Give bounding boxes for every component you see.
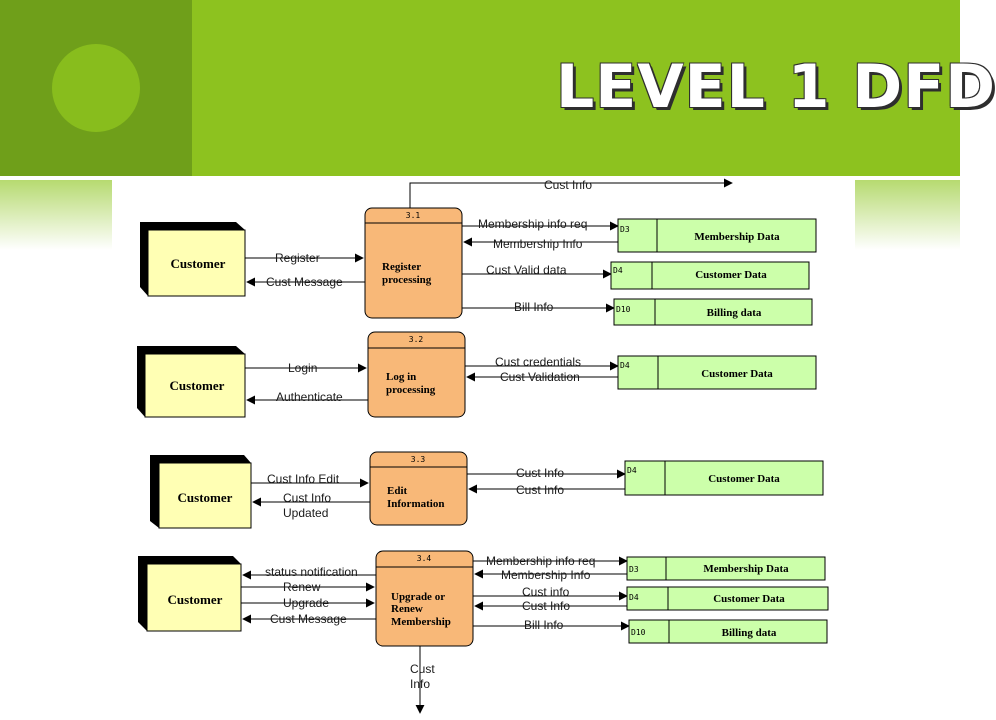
process-label-line2: processing	[386, 384, 436, 396]
datastore-name: Customer Data	[708, 473, 780, 485]
flow-label: Authenticate	[276, 390, 343, 404]
flow-label: Login	[288, 361, 317, 375]
flow-label: Cust Info	[544, 178, 592, 192]
flow-label: Cust Valid data	[486, 263, 567, 277]
process-id: 3.2	[409, 335, 424, 344]
header-light-panel	[192, 0, 960, 176]
flow-label: Membership Info	[501, 568, 591, 582]
entity-label: Customer	[171, 256, 226, 271]
process-id: 3.4	[417, 554, 432, 563]
datastore-name: Customer Data	[695, 269, 767, 281]
datastore-id: D4	[620, 361, 630, 370]
flow-label: Cust Message	[266, 275, 343, 289]
datastore-name: Customer Data	[701, 368, 773, 380]
process-id: 3.3	[411, 455, 426, 464]
process-3-4: 3.4 Upgrade or Renew Membership	[375, 550, 474, 647]
datastore-d3: D3 Membership Data	[626, 556, 826, 581]
header-circle-decoration	[52, 44, 140, 132]
flow-label: Info	[410, 677, 430, 691]
flow-label: Cust Message	[270, 612, 347, 626]
datastore-name: Membership Data	[694, 231, 780, 243]
flow-label: Membership info req	[478, 217, 587, 231]
datastore-d10: D10 Billing data	[628, 619, 828, 644]
datastore-name: Billing data	[722, 627, 777, 639]
process-label-line1: Register	[382, 261, 421, 273]
right-gradient-band	[855, 180, 960, 250]
datastore-id: D4	[629, 593, 639, 602]
flow-label: Register	[275, 251, 320, 265]
process-label-line1: Edit	[387, 485, 408, 497]
process-label-line1: Upgrade or	[391, 591, 445, 603]
flow-label: Cust info	[522, 585, 570, 599]
process-3-1: 3.1 Register processing	[364, 207, 463, 319]
datastore-id: D10	[631, 628, 646, 637]
flow-label: Upgrade	[283, 596, 329, 610]
flow-label: Cust Validation	[500, 370, 580, 384]
process-3-2: 3.2 Log in processing	[367, 331, 466, 418]
customer-entity-1: Customer	[140, 222, 246, 297]
process-label-line1: Log in	[386, 371, 416, 383]
group-login: Customer 3.2 Log in processing Login Aut…	[137, 331, 817, 418]
datastore-id: D3	[620, 225, 630, 234]
entity-label: Customer	[170, 378, 225, 393]
left-gradient-band	[0, 180, 112, 250]
flow-label: Cust Info Edit	[267, 472, 340, 486]
slide-title: LEVEL 1 DFD	[556, 52, 996, 122]
customer-entity-4: Customer	[138, 556, 242, 632]
flow-label: Cust	[410, 662, 435, 676]
flow-label: Cust credentials	[495, 355, 581, 369]
flow-label: Updated	[283, 506, 328, 520]
process-label-line2: Renew	[391, 603, 423, 615]
process-label-line3: Membership	[391, 616, 451, 628]
datastore-d10: D10 Billing data	[613, 298, 813, 326]
flow-label: Renew	[283, 580, 321, 594]
datastore-d4: D4 Customer Data	[626, 586, 829, 611]
header-divider	[0, 176, 960, 180]
dfd-diagram: Customer 3.1 Register processing Cust In…	[137, 178, 829, 714]
group-upgrade: Customer 3.4 Upgrade or Renew Membership…	[138, 550, 829, 714]
datastore-d4: D4 Customer Data	[610, 261, 810, 290]
flow-label: Bill Info	[514, 300, 554, 314]
flow-label: Cust Info	[522, 599, 570, 613]
flow-label: Cust Info	[283, 491, 331, 505]
flow-cust-info-out	[409, 178, 733, 208]
datastore-name: Customer Data	[713, 593, 785, 605]
datastore-name: Billing data	[707, 307, 762, 319]
group-edit: Customer 3.3 Edit Information Cust Info …	[150, 451, 824, 529]
process-3-3: 3.3 Edit Information	[369, 451, 468, 526]
process-label-line2: Information	[387, 498, 444, 510]
datastore-id: D4	[613, 266, 623, 275]
datastore-id: D3	[629, 565, 639, 574]
datastore-name: Membership Data	[703, 563, 789, 575]
flow-label: Membership Info	[493, 237, 583, 251]
flow-label: status notification	[265, 565, 358, 579]
flow-label: Cust Info	[516, 483, 564, 497]
datastore-d4: D4 Customer Data	[617, 355, 817, 390]
process-label-line2: processing	[382, 274, 432, 286]
entity-label: Customer	[178, 490, 233, 505]
group-register: Customer 3.1 Register processing Cust In…	[140, 178, 817, 326]
datastore-id: D10	[616, 305, 631, 314]
flow-label: Cust Info	[516, 466, 564, 480]
datastore-id: D4	[627, 466, 637, 475]
customer-entity-3: Customer	[150, 455, 252, 529]
customer-entity-2: Customer	[137, 346, 246, 418]
datastore-d3: D3 Membership Data	[617, 218, 817, 253]
entity-label: Customer	[168, 592, 223, 607]
datastore-d4: D4 Customer Data	[624, 460, 824, 496]
flow-label: Membership info req	[486, 554, 595, 568]
process-id: 3.1	[406, 211, 421, 220]
flow-label: Bill Info	[524, 618, 564, 632]
